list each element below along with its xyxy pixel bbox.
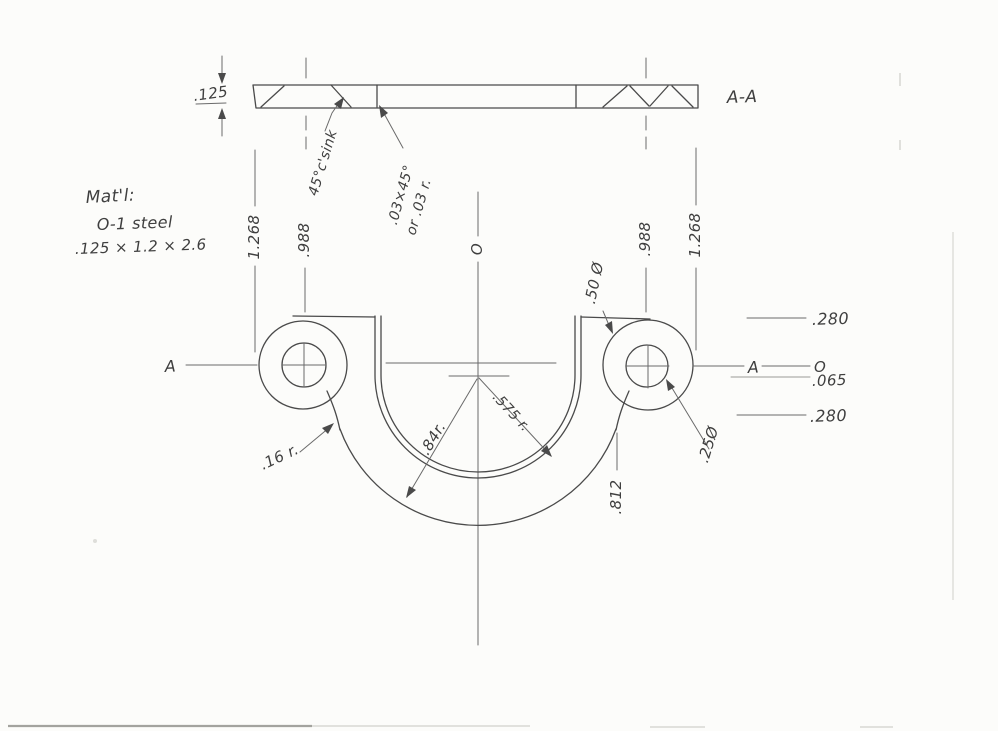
outer-radius-arrow [406, 486, 416, 498]
edge-break-leader-arrow [379, 105, 388, 118]
dim-right-hole: .988 [636, 222, 654, 257]
outer-arc [339, 428, 617, 527]
right-hole-crosshair [626, 344, 670, 389]
csink-leader-arrow [334, 97, 344, 109]
section-hatch-left [260, 85, 285, 108]
section-letter-right: A [746, 357, 759, 377]
arc-offset-label: .812 [607, 480, 625, 515]
dim-left-edge: 1.268 [245, 215, 263, 260]
inner-radius-arrow [541, 445, 552, 457]
scan-artifacts [8, 73, 954, 728]
section-letter-left: A [163, 356, 176, 376]
side-dimensions: A A O .065 .280 .280 [163, 309, 849, 426]
inner-radius-leader [478, 377, 552, 457]
top-edge-dim-label: .280 [811, 309, 849, 329]
thickness-dim-lines [195, 55, 227, 137]
material-alloy: O-1 steel [96, 212, 173, 234]
top-edge-left [292, 315, 376, 318]
dim-zero: O [468, 243, 486, 255]
thickness-label: .125 [192, 82, 229, 105]
fillet-arrow [322, 423, 334, 434]
dim-right-edge: 1.268 [686, 213, 704, 258]
inner-cutout-edge [374, 315, 582, 479]
section-view: .125 45°c'sink .03×45° or .03 r. A-A [192, 55, 758, 237]
outer-radius-label: .84r. [416, 419, 450, 459]
hole-dia-leader [668, 382, 710, 450]
material-stock-size: .125 × 1.2 × 2.6 [75, 235, 207, 258]
material-title: Mat'l: [85, 185, 135, 208]
plan-view: .84r. .575 r. .50 Ø .25Ø .16 r. .812 [257, 260, 723, 527]
material-note: Mat'l: O-1 steel .125 × 1.2 × 2.6 [75, 185, 207, 258]
section-csink-right-wall-b [649, 85, 669, 107]
hole-dia-arrow [666, 379, 675, 391]
fillet-left [326, 390, 341, 431]
top-edge-right [580, 316, 651, 320]
boss-dia-arrow [605, 321, 613, 334]
zero-dim-label: O [814, 358, 826, 376]
section-view-label: A-A [725, 87, 757, 108]
fillet-right [615, 390, 630, 431]
scan-smudge [93, 539, 97, 543]
section-hatch-right-a [602, 85, 628, 108]
section-strip-outline [252, 84, 699, 109]
left-hole-crosshair [282, 343, 327, 388]
bottom-edge-dim-label: .280 [809, 406, 847, 426]
offset-dim-label: .065 [812, 371, 848, 390]
outer-radius-leader [406, 378, 478, 498]
fillet-label: .16 r. [257, 440, 301, 473]
dim-left-hole: .988 [295, 223, 313, 258]
scan-bottom-line-faint [312, 725, 893, 728]
csink-note: 45°c'sink [306, 127, 341, 197]
section-csink-left-wall [330, 84, 352, 108]
thickness-arrow-top [218, 73, 226, 84]
inner-cutout-chamfer-edge [380, 315, 576, 473]
hole-dia-label: .25Ø [694, 423, 722, 465]
fillet-leader [299, 426, 331, 453]
ordinate-dimensions: 1.268 .988 O .988 1.268 [245, 147, 704, 646]
thickness-arrow-bottom [218, 108, 226, 119]
inner-radius-label: .575 r. [489, 390, 533, 436]
right-boss-circle [602, 319, 694, 411]
boss-dia-label: .50 Ø [581, 260, 608, 306]
section-csink-right-wall-a [629, 85, 650, 107]
left-boss-circle [258, 320, 348, 410]
section-hatch-right-b [671, 85, 694, 108]
